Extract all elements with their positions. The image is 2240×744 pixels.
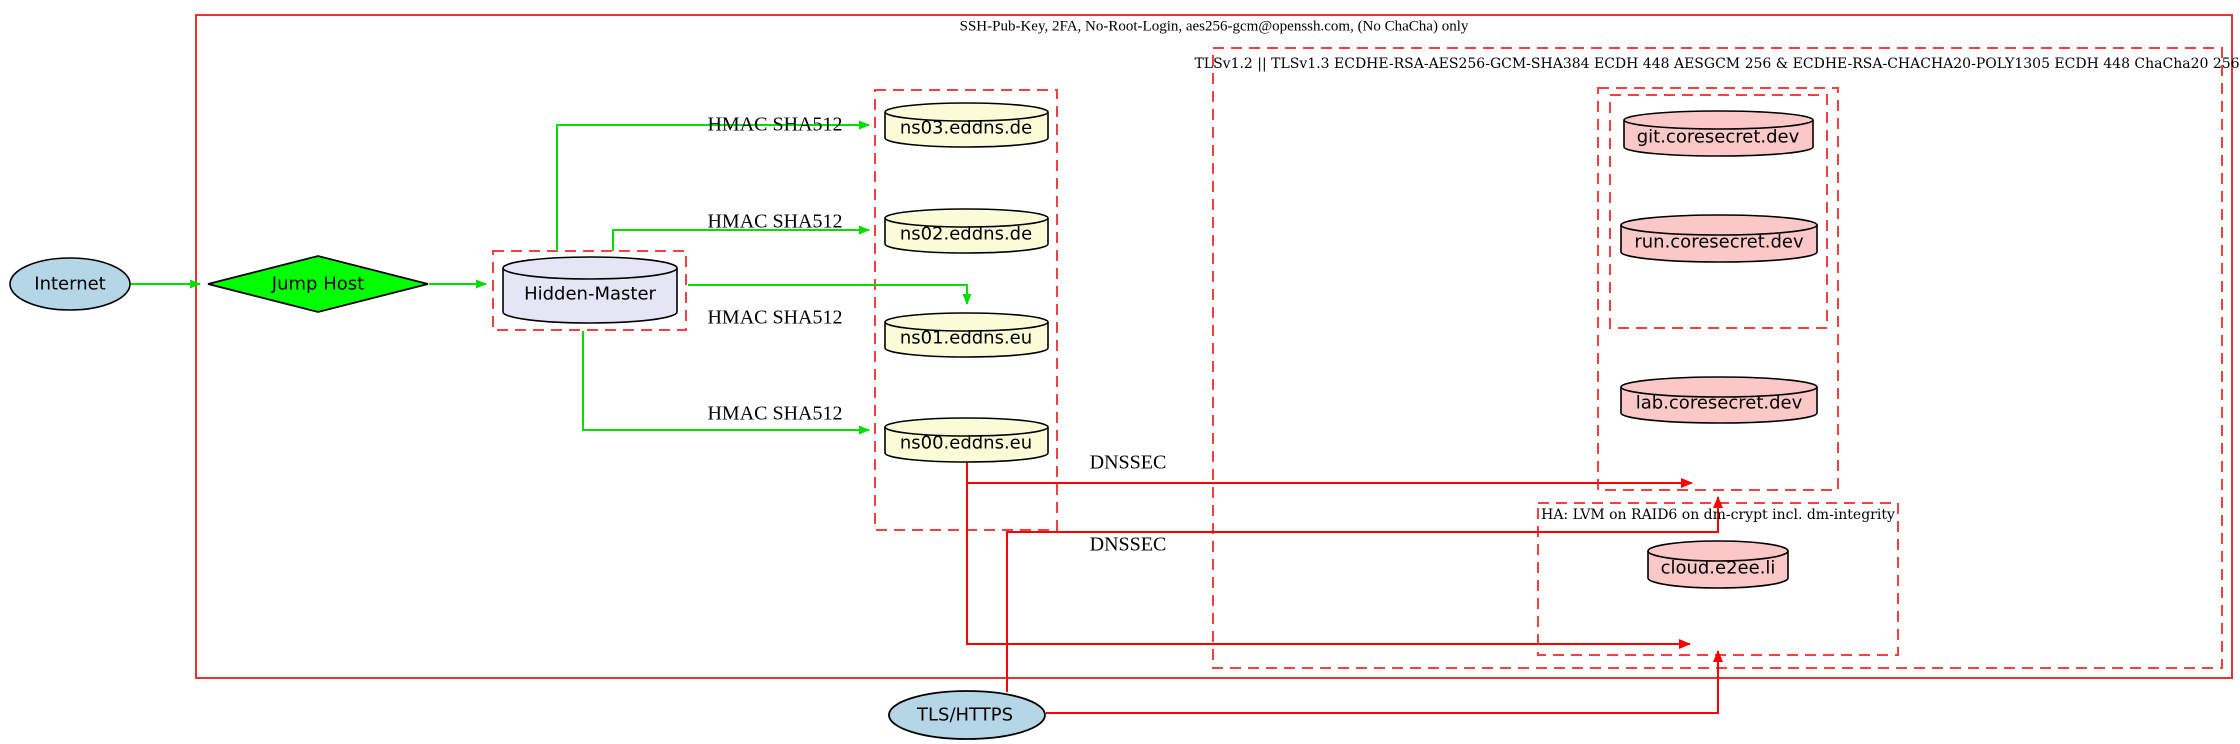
edge-hiddenmaster-to-ns01 <box>688 284 972 305</box>
node-ns02-shape <box>884 208 1049 254</box>
cluster-label-ssh: SSH-Pub-Key, 2FA, No-Root-Login, aes256-… <box>959 18 1469 35</box>
node-ns00-shape <box>884 417 1049 463</box>
cluster-hidden-master-box <box>492 250 687 331</box>
node-label-tls-https: TLS/HTTPS <box>916 704 1014 726</box>
node-label-git: git.coresecret.dev <box>1636 126 1800 148</box>
node-hidden-master-shape <box>502 256 678 324</box>
edge-hiddenmaster-to-ns03 <box>556 120 870 251</box>
node-label-jump-host: Jump Host <box>271 273 365 295</box>
node-tls-https-shape <box>888 690 1046 740</box>
edge-label-dnssec-1: DNSSEC <box>1089 451 1167 474</box>
node-jump-host-shape <box>207 255 429 313</box>
node-internet-shape <box>9 257 131 311</box>
node-ns01-shape <box>884 312 1049 358</box>
node-label-lab: lab.coresecret.dev <box>1635 392 1803 414</box>
edge-dnssec-to-coresecret <box>966 462 1693 488</box>
edge-tls-to-coresecret <box>1006 496 1723 692</box>
cluster-coresecret-inner-box <box>1609 94 1828 329</box>
node-label-run: run.coresecret.dev <box>1634 231 1804 253</box>
node-label-ns03: ns03.eddns.de <box>899 117 1033 139</box>
node-label-internet: Internet <box>34 273 106 295</box>
node-label-ns01: ns01.eddns.eu <box>899 327 1033 349</box>
node-label-ns02: ns02.eddns.de <box>899 223 1033 245</box>
node-label-cloud: cloud.e2ee.li <box>1660 557 1776 579</box>
node-run-shape <box>1620 214 1818 263</box>
cluster-coresecret-outer-box <box>1597 87 1839 491</box>
edge-label-dnssec-2: DNSSEC <box>1089 533 1167 556</box>
edge-tls-to-ha <box>1046 650 1723 714</box>
cluster-label-ha: HA: LVM on RAID6 on dm-crypt incl. dm-in… <box>1541 507 1895 523</box>
node-label-ns00: ns00.eddns.eu <box>899 432 1033 454</box>
node-lab-shape <box>1620 376 1818 424</box>
edge-label-hmac-ns02: HMAC SHA512 <box>707 210 843 233</box>
edge-hiddenmaster-to-ns00 <box>582 331 870 435</box>
node-git-shape <box>1623 110 1814 157</box>
edge-label-hmac-ns03: HMAC SHA512 <box>707 113 843 136</box>
cluster-label-tls: TLSv1.2 || TLSv1.3 ECDHE-RSA-AES256-GCM-… <box>1194 56 2240 72</box>
edge-dnssec-to-ha <box>966 483 1691 649</box>
node-cloud-shape <box>1647 540 1789 589</box>
edge-label-hmac-ns00: HMAC SHA512 <box>707 402 843 425</box>
cluster-ssh-box <box>195 14 2233 679</box>
node-label-hidden-master: Hidden-Master <box>524 283 656 305</box>
node-ns03-shape <box>884 102 1049 148</box>
edge-label-hmac-ns01: HMAC SHA512 <box>707 306 843 329</box>
edge-hiddenmaster-to-ns02 <box>612 225 870 251</box>
